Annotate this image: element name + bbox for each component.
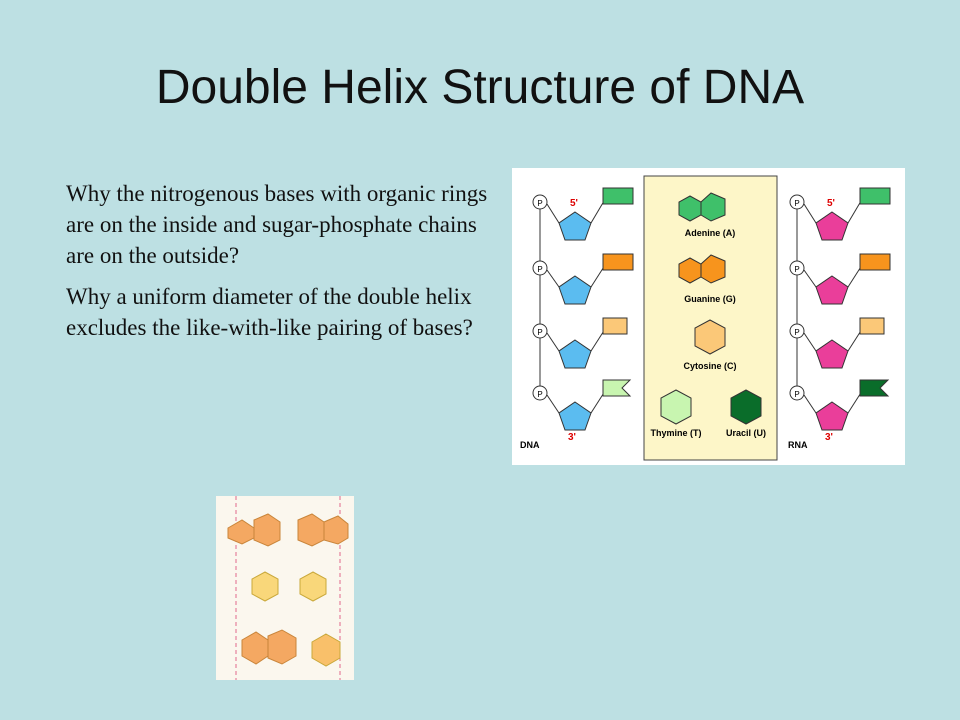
svg-text:Thymine (T): Thymine (T) <box>651 428 702 438</box>
adenine-key: Adenine (A) <box>678 192 736 238</box>
guanine-key: Guanine (G) <box>678 254 736 304</box>
svg-text:3': 3' <box>568 432 576 443</box>
svg-text:P: P <box>794 390 799 399</box>
svg-text:P: P <box>537 199 542 208</box>
svg-text:Adenine (A): Adenine (A) <box>685 228 736 238</box>
purine-pyrimidine-pair <box>241 629 341 667</box>
rna-nucleotide: P <box>789 253 891 305</box>
svg-text:5': 5' <box>570 198 578 209</box>
svg-text:P: P <box>794 199 799 208</box>
question-1: Why the nitrogenous bases with organic r… <box>66 181 488 268</box>
svg-text:P: P <box>537 390 542 399</box>
rna-nucleotide: P 5' <box>789 187 891 241</box>
dna-nucleotide: P <box>532 317 628 369</box>
rna-strand: P 5' P P <box>788 187 891 450</box>
question-2: Why a uniform diameter of the double hel… <box>66 284 473 340</box>
nucleotide-figure: P 5' P P <box>512 168 905 465</box>
svg-text:Uracil (U): Uracil (U) <box>726 428 766 438</box>
rna-label: RNA <box>788 440 808 450</box>
svg-text:Cytosine (C): Cytosine (C) <box>683 361 736 371</box>
uracil-key: Uracil (U) <box>726 389 766 438</box>
svg-text:3': 3' <box>825 432 833 443</box>
base-pairing-figure <box>216 496 354 680</box>
cytosine-key: Cytosine (C) <box>683 319 737 371</box>
svg-text:P: P <box>794 265 799 274</box>
svg-text:5': 5' <box>827 198 835 209</box>
dna-nucleotide: P <box>532 253 634 305</box>
rna-nucleotide: P 3' <box>789 379 890 443</box>
dna-nucleotide: P 3' <box>532 379 632 443</box>
slide-body: Why the nitrogenous bases with organic r… <box>66 178 506 353</box>
svg-text:Guanine (G): Guanine (G) <box>684 294 736 304</box>
svg-text:P: P <box>794 328 799 337</box>
dna-strand: P 5' P P <box>520 187 634 450</box>
thymine-key: Thymine (T) <box>651 389 702 438</box>
slide-title: Double Helix Structure of DNA <box>155 61 805 114</box>
dna-label: DNA <box>520 440 540 450</box>
pyrimidine-pyrimidine-pair <box>251 571 327 602</box>
purine-purine-pair <box>227 513 349 547</box>
rna-nucleotide: P <box>789 317 885 369</box>
svg-text:P: P <box>537 328 542 337</box>
dna-nucleotide: P 5' <box>532 187 634 241</box>
svg-text:P: P <box>537 265 542 274</box>
